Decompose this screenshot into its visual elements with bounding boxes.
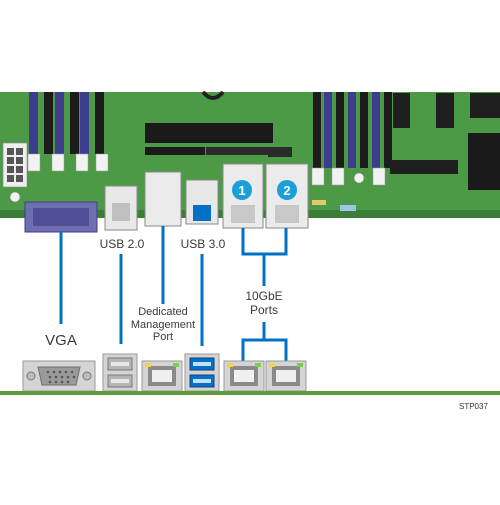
mgmt-label-line3: Port — [152, 331, 174, 344]
tengbe-bottom-bracket — [241, 338, 288, 362]
tengbe-label-line2: Ports — [249, 302, 278, 317]
badge-2-text: 2 — [283, 183, 290, 198]
port-1-badge: 1 — [232, 180, 252, 200]
usb3-connector-board — [185, 179, 219, 225]
power-connector — [2, 142, 28, 203]
board-components-right — [312, 93, 500, 211]
board-logo-mark — [201, 90, 225, 100]
vga-connector-board — [24, 201, 98, 233]
dimm-slots-right — [311, 92, 392, 186]
header-connector — [145, 123, 273, 155]
io-panel-usb3 — [184, 353, 220, 392]
vga-label: VGA — [45, 332, 77, 349]
callout-lines — [59, 226, 288, 362]
io-panel-vga — [22, 360, 96, 392]
figure-reference: STP037 — [459, 402, 488, 411]
tengbe-label: 10GbE Ports — [234, 289, 294, 318]
io-panel-lan2 — [265, 360, 307, 392]
usb2-label: USB 2.0 — [99, 237, 145, 251]
mgmt-label-line1: Dedicated — [138, 306, 188, 318]
io-panel-mgmt-rj45 — [141, 360, 183, 392]
panel-baseline — [0, 391, 500, 395]
tengbe-label-line1: 10GbE — [245, 289, 283, 303]
usb3-label: USB 3.0 — [180, 237, 226, 251]
mgmt-label: Dedicated Management Port — [120, 306, 206, 344]
tengbe-top-bracket — [241, 228, 288, 256]
mgmt-label-line2: Management — [130, 318, 196, 331]
io-panel-usb2 — [102, 353, 138, 392]
usb2-connector-board — [104, 185, 138, 231]
badge-1-text: 1 — [238, 183, 245, 198]
port-2-badge: 2 — [277, 180, 297, 200]
pin-header — [268, 147, 292, 157]
io-panel-lan1 — [223, 360, 265, 392]
mgmt-port-board — [144, 171, 182, 227]
dimm-slots-left — [27, 92, 109, 172]
